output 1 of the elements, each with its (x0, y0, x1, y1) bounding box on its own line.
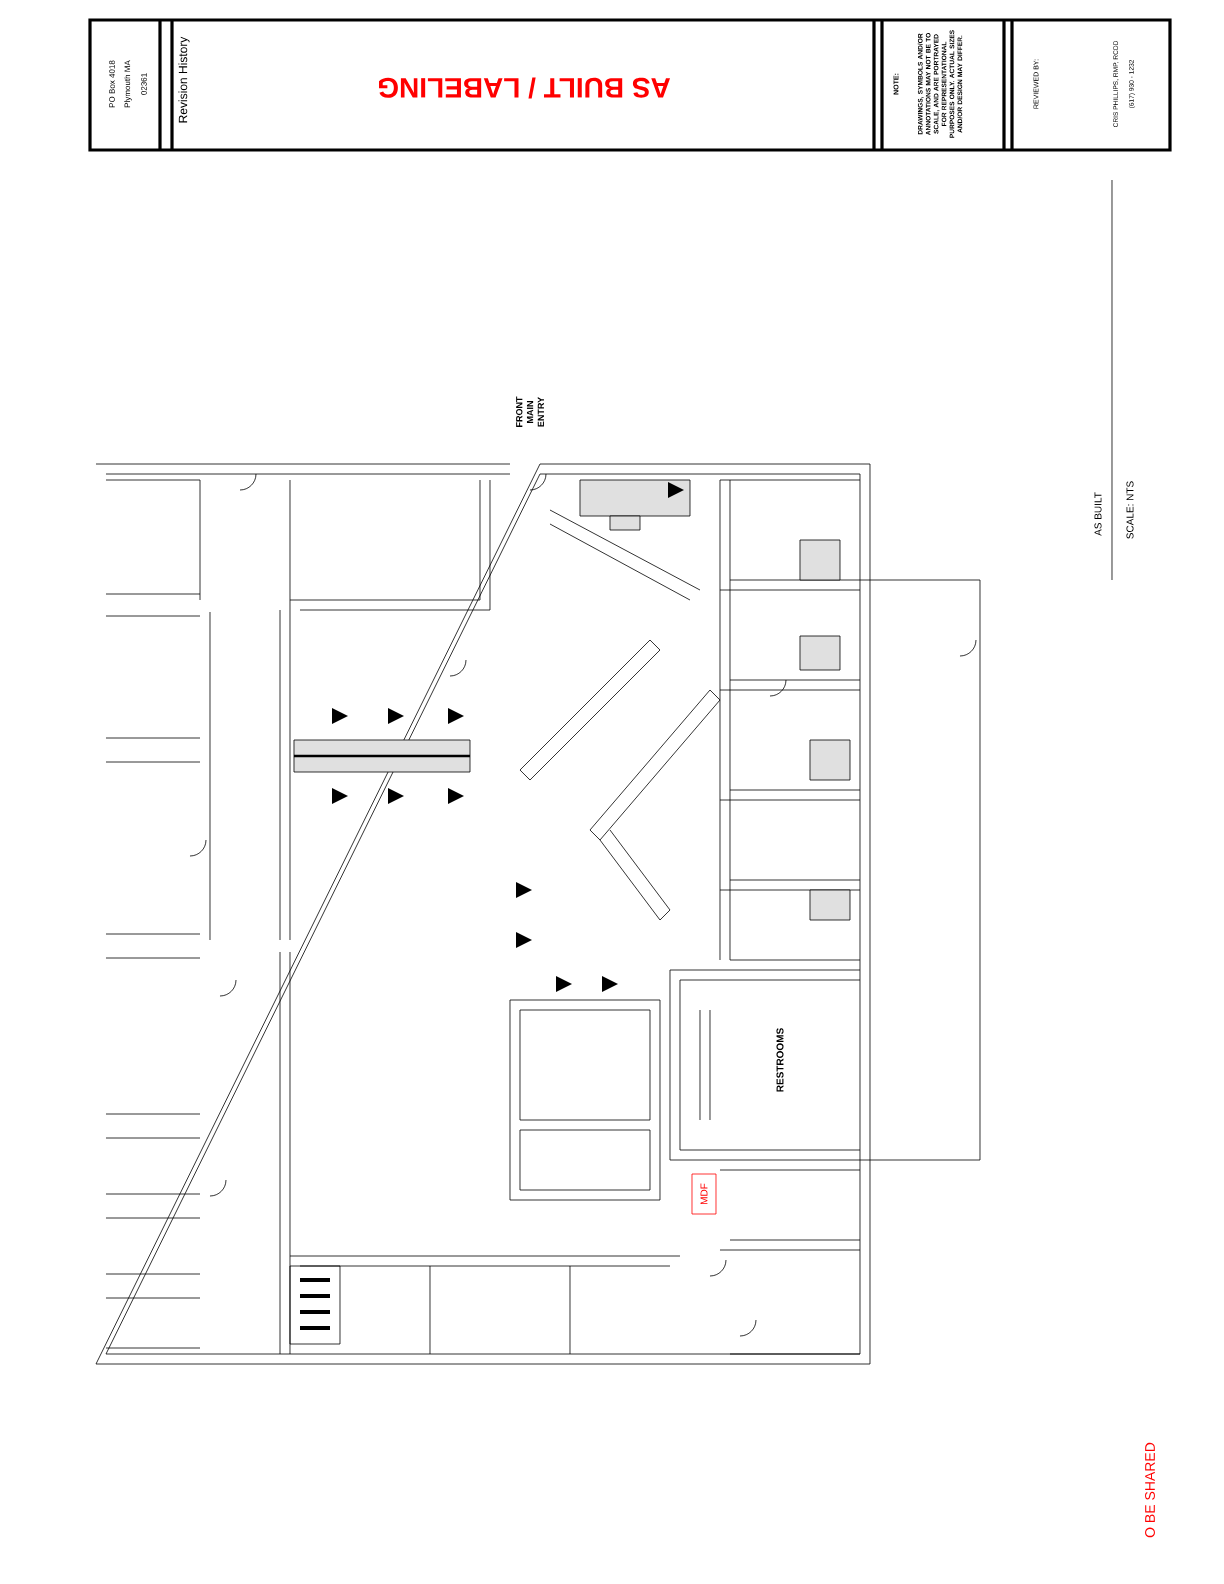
title: AS BUILT / LABELING (379, 77, 671, 99)
